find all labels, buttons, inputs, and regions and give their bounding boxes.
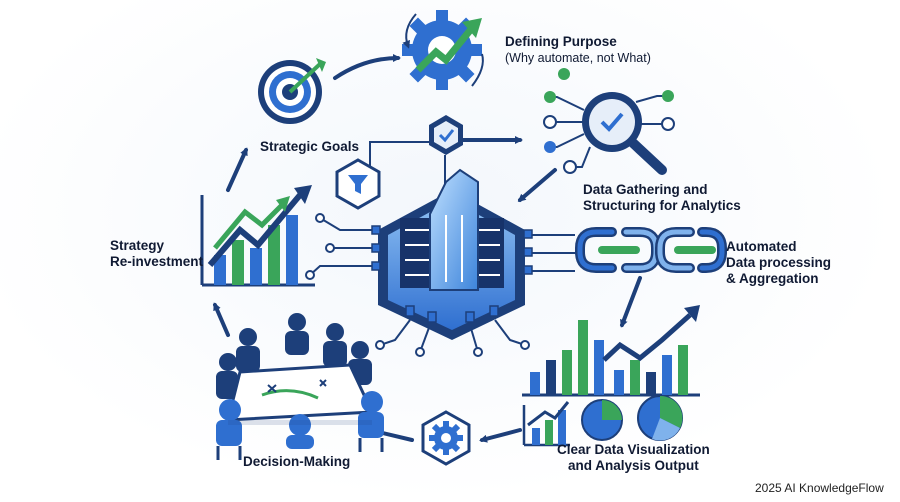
strategic-goals-text: Strategic Goals [260, 139, 360, 154]
defining-purpose-title: Defining Purpose [505, 34, 617, 49]
arrow-gather-to-auto [620, 276, 642, 328]
gear-growth-arrow-icon [402, 10, 484, 90]
chain-link-icon [575, 227, 727, 273]
automated-line3: & Aggregation [726, 271, 819, 286]
label-automated-processing: Automated Data processing & Aggregation [726, 239, 831, 287]
arrow-viz-to-gear [479, 428, 522, 443]
growth-bar-chart-icon [200, 185, 315, 287]
target-icon [258, 58, 326, 124]
gear-hexagon-icon [421, 410, 471, 466]
label-defining-purpose: Defining Purpose (Why automate, not What… [505, 34, 651, 66]
data-gathering-line1: Data Gathering and [583, 182, 708, 197]
label-data-visualization: Clear Data Visualization and Analysis Ou… [557, 442, 710, 474]
processor-chip-icon [305, 168, 585, 357]
connector-lines [369, 141, 446, 200]
visualization-line2: and Analysis Output [568, 458, 699, 473]
defining-purpose-subtitle: (Why automate, not What) [505, 51, 651, 65]
label-decision-making: Decision-Making [243, 454, 350, 470]
magnifier-network-icon [543, 68, 675, 175]
automated-line2: Data processing [726, 255, 832, 270]
meeting-table-icon [216, 313, 384, 460]
checkmark-hexagon-icon [429, 115, 463, 155]
label-strategy-reinvestment: Strategy Re-investment [110, 238, 203, 270]
line-bar-mini-chart-icon [522, 401, 570, 447]
filter-hexagon-icon [335, 158, 381, 210]
arrow-decision-to-strategy [213, 302, 230, 337]
pie-chart-icon [581, 395, 683, 441]
label-strategic-goals: Strategic Goals [260, 139, 359, 155]
data-gathering-line2: Structuring for Analytics [583, 198, 741, 213]
strategy-line2: Re-investment [110, 254, 204, 269]
automated-line1: Automated [726, 239, 797, 254]
label-data-gathering: Data Gathering and Structuring for Analy… [583, 182, 741, 214]
decision-making-text: Decision-Making [243, 454, 351, 469]
bar-chart-icon [522, 320, 700, 397]
watermark: 2025 AI KnowledgeFlow [755, 481, 884, 495]
visualization-line1: Clear Data Visualization [557, 442, 710, 457]
arrow-strategy-to-goals [226, 147, 248, 192]
arrow-to-gather [517, 168, 557, 202]
arrow-goals-to-purpose [333, 54, 401, 80]
growth-chart-icon [602, 305, 700, 362]
strategy-line1: Strategy [110, 238, 165, 253]
